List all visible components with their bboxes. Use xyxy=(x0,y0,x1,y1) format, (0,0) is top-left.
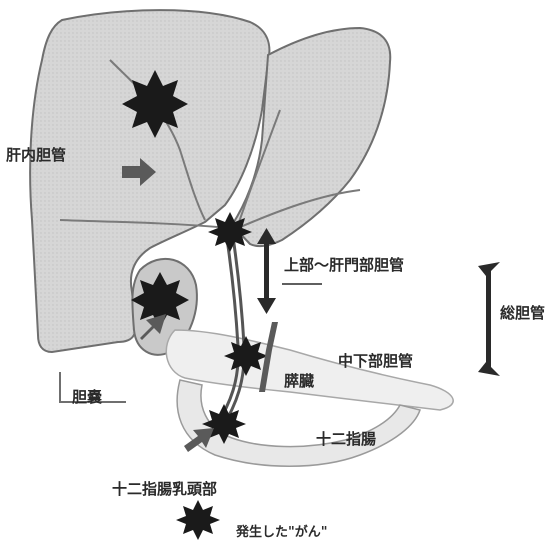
label-common-bile-duct: 総胆管 xyxy=(500,306,545,321)
upper-duct-range-arrow xyxy=(257,228,276,314)
pancreas xyxy=(166,330,453,410)
label-mid-lower-duct: 中下部胆管 xyxy=(338,354,413,369)
label-duodenum: 十二指腸 xyxy=(316,432,376,447)
label-pancreas: 膵臓 xyxy=(284,374,314,389)
label-duodenal-papilla: 十二指腸乳頭部 xyxy=(112,482,217,497)
common-bile-duct xyxy=(216,230,244,428)
label-upper-hilar-duct: 上部～肝門部胆管 xyxy=(284,258,404,273)
label-gallbladder: 胆嚢 xyxy=(72,390,102,405)
common-duct-range-bracket xyxy=(478,262,500,376)
label-intrahepatic-duct: 肝内胆管 xyxy=(6,148,66,163)
legend-tumor-icon xyxy=(176,500,220,540)
legend-text: 発生した"がん" xyxy=(236,526,328,539)
